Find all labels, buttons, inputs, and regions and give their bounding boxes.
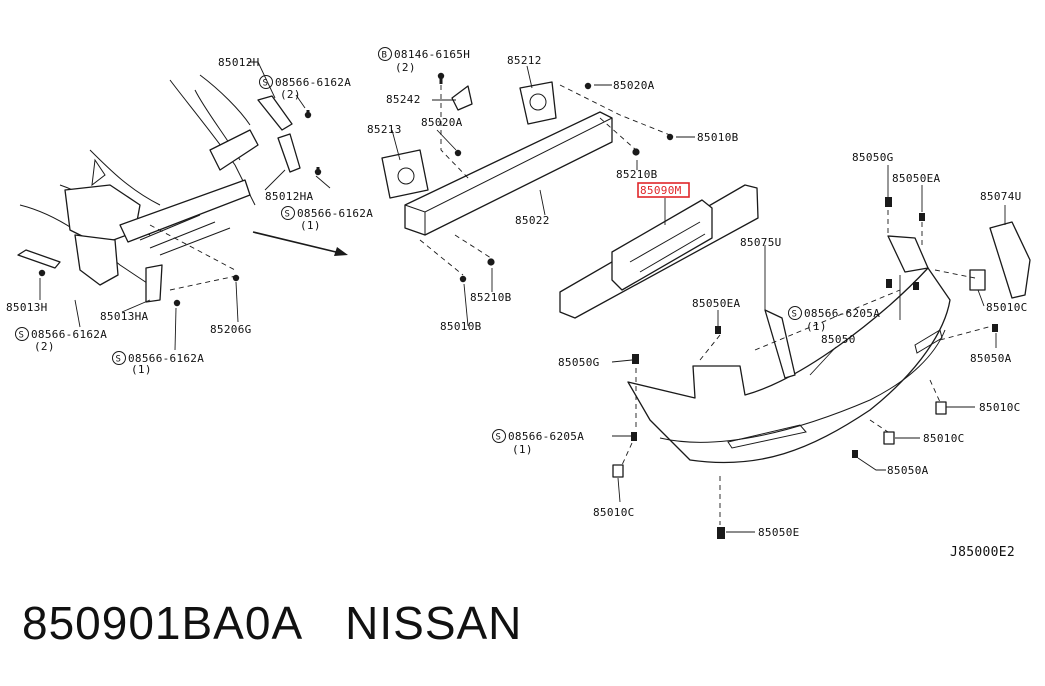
label-85213: 85213 [367, 123, 402, 136]
label-85010B: 85010B [697, 131, 739, 144]
label-85050A: 85050A [970, 352, 1012, 365]
highlight-box [637, 182, 690, 198]
energy-absorber-85090M [559, 184, 759, 319]
label-08566-6162A: 08566-6162A [128, 352, 204, 365]
label-qty: (1) [512, 443, 533, 456]
label-85212: 85212 [507, 54, 542, 67]
bracket-85012H [17, 95, 301, 303]
label-qty: (2) [280, 88, 301, 101]
symbol-circles [15, 47, 802, 443]
symbol-letters: S S S S B S S [19, 51, 797, 443]
caption: 850901BA0A NISSAN [22, 596, 522, 650]
label-85012H: 85012H [218, 56, 260, 69]
leader-lines [39, 61, 1006, 533]
vehicle-body-illustration [19, 74, 259, 286]
label-85050E: 85050E [758, 526, 800, 539]
label-85050A: 85050A [887, 464, 929, 477]
label-85210B: 85210B [470, 291, 512, 304]
bolt-icons-center [437, 72, 674, 283]
label-85010B: 85010B [440, 320, 482, 333]
bumper-fascia-85050 [627, 235, 951, 464]
screw-symbol: S [263, 79, 268, 89]
label-85074U: 85074U [980, 190, 1022, 203]
label-85010C: 85010C [923, 432, 965, 445]
direction-arrow [252, 231, 348, 256]
label-08566-6162A: 08566-6162A [297, 207, 373, 220]
diagram-code: J85000E2 [950, 545, 1015, 560]
bolt-icons-left [38, 110, 322, 307]
label-08566-6205A: 08566-6205A [508, 430, 584, 443]
label-qty: (1) [131, 363, 152, 376]
label-85010C: 85010C [593, 506, 635, 519]
label-qty: (2) [34, 340, 55, 353]
screw-symbol: S [285, 210, 290, 220]
screw-symbol: S [116, 355, 121, 365]
label-85020A: 85020A [421, 116, 463, 129]
label-85010C: 85010C [979, 401, 1021, 414]
label-85206G: 85206G [210, 323, 252, 336]
part-labels: 85012H 08566-6162A (2) 85012HA 08566-616… [6, 48, 1028, 560]
label-85020A: 85020A [613, 79, 655, 92]
screw-symbol: S [19, 331, 24, 341]
label-08566-6205A: 08566-6205A [804, 307, 880, 320]
label-85022: 85022 [515, 214, 550, 227]
screw-symbol: S [496, 433, 501, 443]
label-85242: 85242 [386, 93, 421, 106]
part-number: 850901BA0A [22, 597, 304, 649]
label-85013H: 85013H [6, 301, 48, 314]
label-08566-6162A: 08566-6162A [275, 76, 351, 89]
label-85012HA: 85012HA [265, 190, 314, 203]
reinforcement-85022 [381, 81, 613, 236]
label-85050EA: 85050EA [692, 297, 741, 310]
clip-icons [612, 197, 998, 539]
label-85050G: 85050G [852, 151, 894, 164]
label-85210B: 85210B [616, 168, 658, 181]
label-85013HA: 85013HA [100, 310, 149, 323]
brand-name: NISSAN [345, 597, 523, 649]
label-85090M: 85090M [640, 184, 682, 197]
label-85050EA: 85050EA [892, 172, 941, 185]
label-qty: (1) [806, 320, 827, 333]
label-85050: 85050 [821, 333, 856, 346]
dashed-guide-lines [149, 84, 997, 525]
label-08566-6162A: 08566-6162A [31, 328, 107, 341]
side-brackets [764, 221, 1031, 379]
bolt-symbol: B [382, 51, 387, 61]
screw-symbol: S [792, 310, 797, 320]
label-85050G: 85050G [558, 356, 600, 369]
label-08146-6165H: 08146-6165H [394, 48, 470, 61]
label-85075U: 85075U [740, 236, 782, 249]
label-85010C: 85010C [986, 301, 1028, 314]
label-qty: (2) [395, 61, 416, 74]
label-qty: (1) [300, 219, 321, 232]
